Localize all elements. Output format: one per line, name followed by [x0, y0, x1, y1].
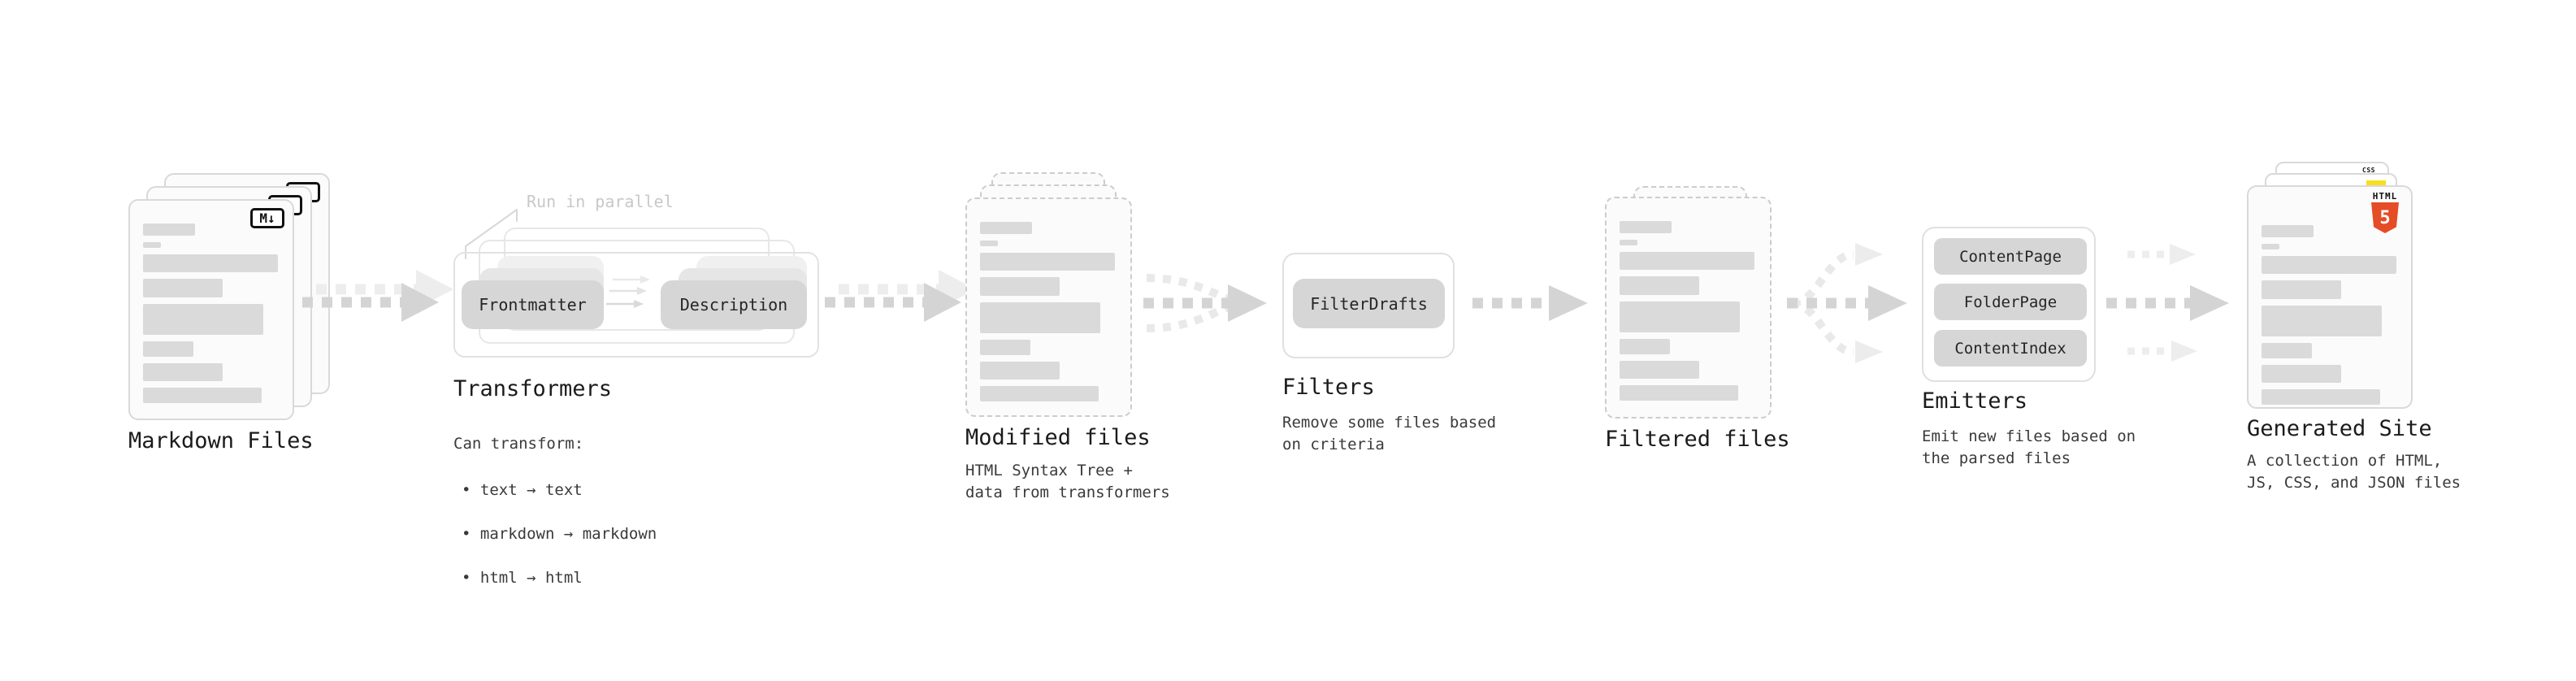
stage-generated-site: CSS HTML 5 Generated Site A — [2247, 162, 2491, 511]
stage-title: Markdown Files — [128, 428, 314, 453]
skeleton-line — [143, 254, 278, 272]
stage-modified-files: Modified files HTML Syntax Tree + data f… — [965, 172, 1209, 514]
filter-node-filterdrafts: FilterDrafts — [1293, 279, 1445, 328]
bullet-item: • html → html — [462, 569, 583, 587]
skeleton-line — [2262, 343, 2312, 358]
stage-description: HTML Syntax Tree + data from transformer… — [965, 462, 1170, 501]
document-skeleton — [130, 201, 293, 403]
modified-file-card-front — [965, 197, 1132, 417]
skeleton-line — [2262, 280, 2341, 299]
js-icon — [2366, 180, 2386, 189]
skeleton-line — [143, 304, 263, 335]
stage-title: Generated Site — [2247, 416, 2432, 441]
skeleton-line — [2262, 256, 2396, 274]
emitter-node-folderpage: FolderPage — [1934, 284, 2087, 320]
parallel-frame-front — [453, 252, 819, 358]
flow-arrow-triple-icon — [2106, 244, 2229, 362]
skeleton-line — [2262, 306, 2382, 336]
stage-title: Modified files — [965, 425, 1151, 450]
flow-arrow-icon — [302, 270, 453, 322]
skeleton-line — [1620, 240, 1637, 245]
skeleton-line — [2262, 389, 2380, 405]
document-skeleton — [2249, 187, 2411, 405]
parallel-arrows-icon — [606, 275, 650, 308]
skeleton-line — [1620, 361, 1699, 379]
emitter-node-contentpage: ContentPage — [1934, 238, 2087, 275]
document-skeleton — [967, 199, 1130, 401]
flow-arrow-diverge-icon — [1787, 243, 1907, 363]
stage-title: Emitters — [1922, 388, 2028, 414]
arrow-dark-copy — [825, 283, 961, 322]
stage-description: Can transform: • text → text • markdown … — [453, 411, 657, 611]
run-in-parallel-note: Run in parallel — [527, 192, 674, 211]
skeleton-line — [143, 363, 223, 381]
skeleton-line — [980, 222, 1032, 234]
html-file-card: HTML 5 — [2247, 185, 2413, 409]
skeleton-line — [980, 277, 1060, 296]
skeleton-line — [1620, 276, 1699, 295]
bullet-item: • text → text — [462, 481, 583, 499]
skeleton-line — [980, 362, 1060, 380]
flow-arrow-icon — [1472, 285, 1588, 321]
skeleton-line — [143, 279, 223, 297]
flow-arrow-icon — [825, 270, 976, 322]
desc-heading: Can transform: — [453, 435, 584, 453]
skeleton-line — [2262, 225, 2314, 237]
document-skeleton — [1607, 198, 1770, 401]
skeleton-line — [980, 302, 1100, 333]
stage-title: Filters — [1282, 375, 1375, 400]
skeleton-line — [1620, 339, 1670, 354]
bullet-item: • markdown → markdown — [462, 525, 657, 543]
emitter-node-contentindex: ContentIndex — [1934, 330, 2087, 367]
skeleton-line — [1620, 221, 1672, 233]
skeleton-line — [143, 242, 161, 248]
stage-description: Emit new files based on the parsed files — [1922, 427, 2136, 467]
stage-description: Remove some files based on criteria — [1282, 414, 1497, 453]
skeleton-line — [2262, 365, 2341, 383]
arrow-dark-copy — [302, 283, 439, 322]
skeleton-line — [980, 253, 1115, 271]
skeleton-line — [980, 340, 1030, 355]
skeleton-line — [143, 388, 262, 403]
markdown-icon: M↓ — [250, 208, 284, 228]
skeleton-line — [1620, 301, 1740, 332]
stage-title: Transformers — [453, 376, 613, 401]
transformer-node-description: Description — [661, 280, 807, 329]
html5-icon: HTML 5 — [2370, 192, 2400, 233]
skeleton-line — [980, 241, 998, 246]
stage-description: A collection of HTML, JS, CSS, and JSON … — [2247, 452, 2461, 492]
skeleton-line — [2262, 244, 2279, 249]
skeleton-line — [1620, 385, 1738, 401]
skeleton-line — [143, 341, 193, 357]
skeleton-line — [980, 386, 1099, 401]
skeleton-line — [143, 223, 195, 236]
stage-transformers: Run in parallel Frontmatter Description … — [453, 192, 876, 587]
skeleton-line — [1620, 252, 1754, 270]
stage-filtered-files: Filtered files — [1605, 186, 1849, 479]
markdown-file-card-front: M↓ — [128, 199, 294, 420]
stage-markdown-files: M↓ M↓ M↓ Markdown Files — [128, 162, 340, 471]
filtered-file-card-front — [1605, 197, 1772, 419]
transformer-node-frontmatter: Frontmatter — [462, 280, 604, 329]
flow-arrow-converge-icon — [1143, 274, 1267, 332]
stage-filters: FilterDrafts Filters Remove some files b… — [1282, 253, 1526, 480]
stage-title: Filtered files — [1605, 427, 1790, 452]
stage-emitters: ContentPage FolderPage ContentIndex Emit… — [1922, 227, 2166, 487]
